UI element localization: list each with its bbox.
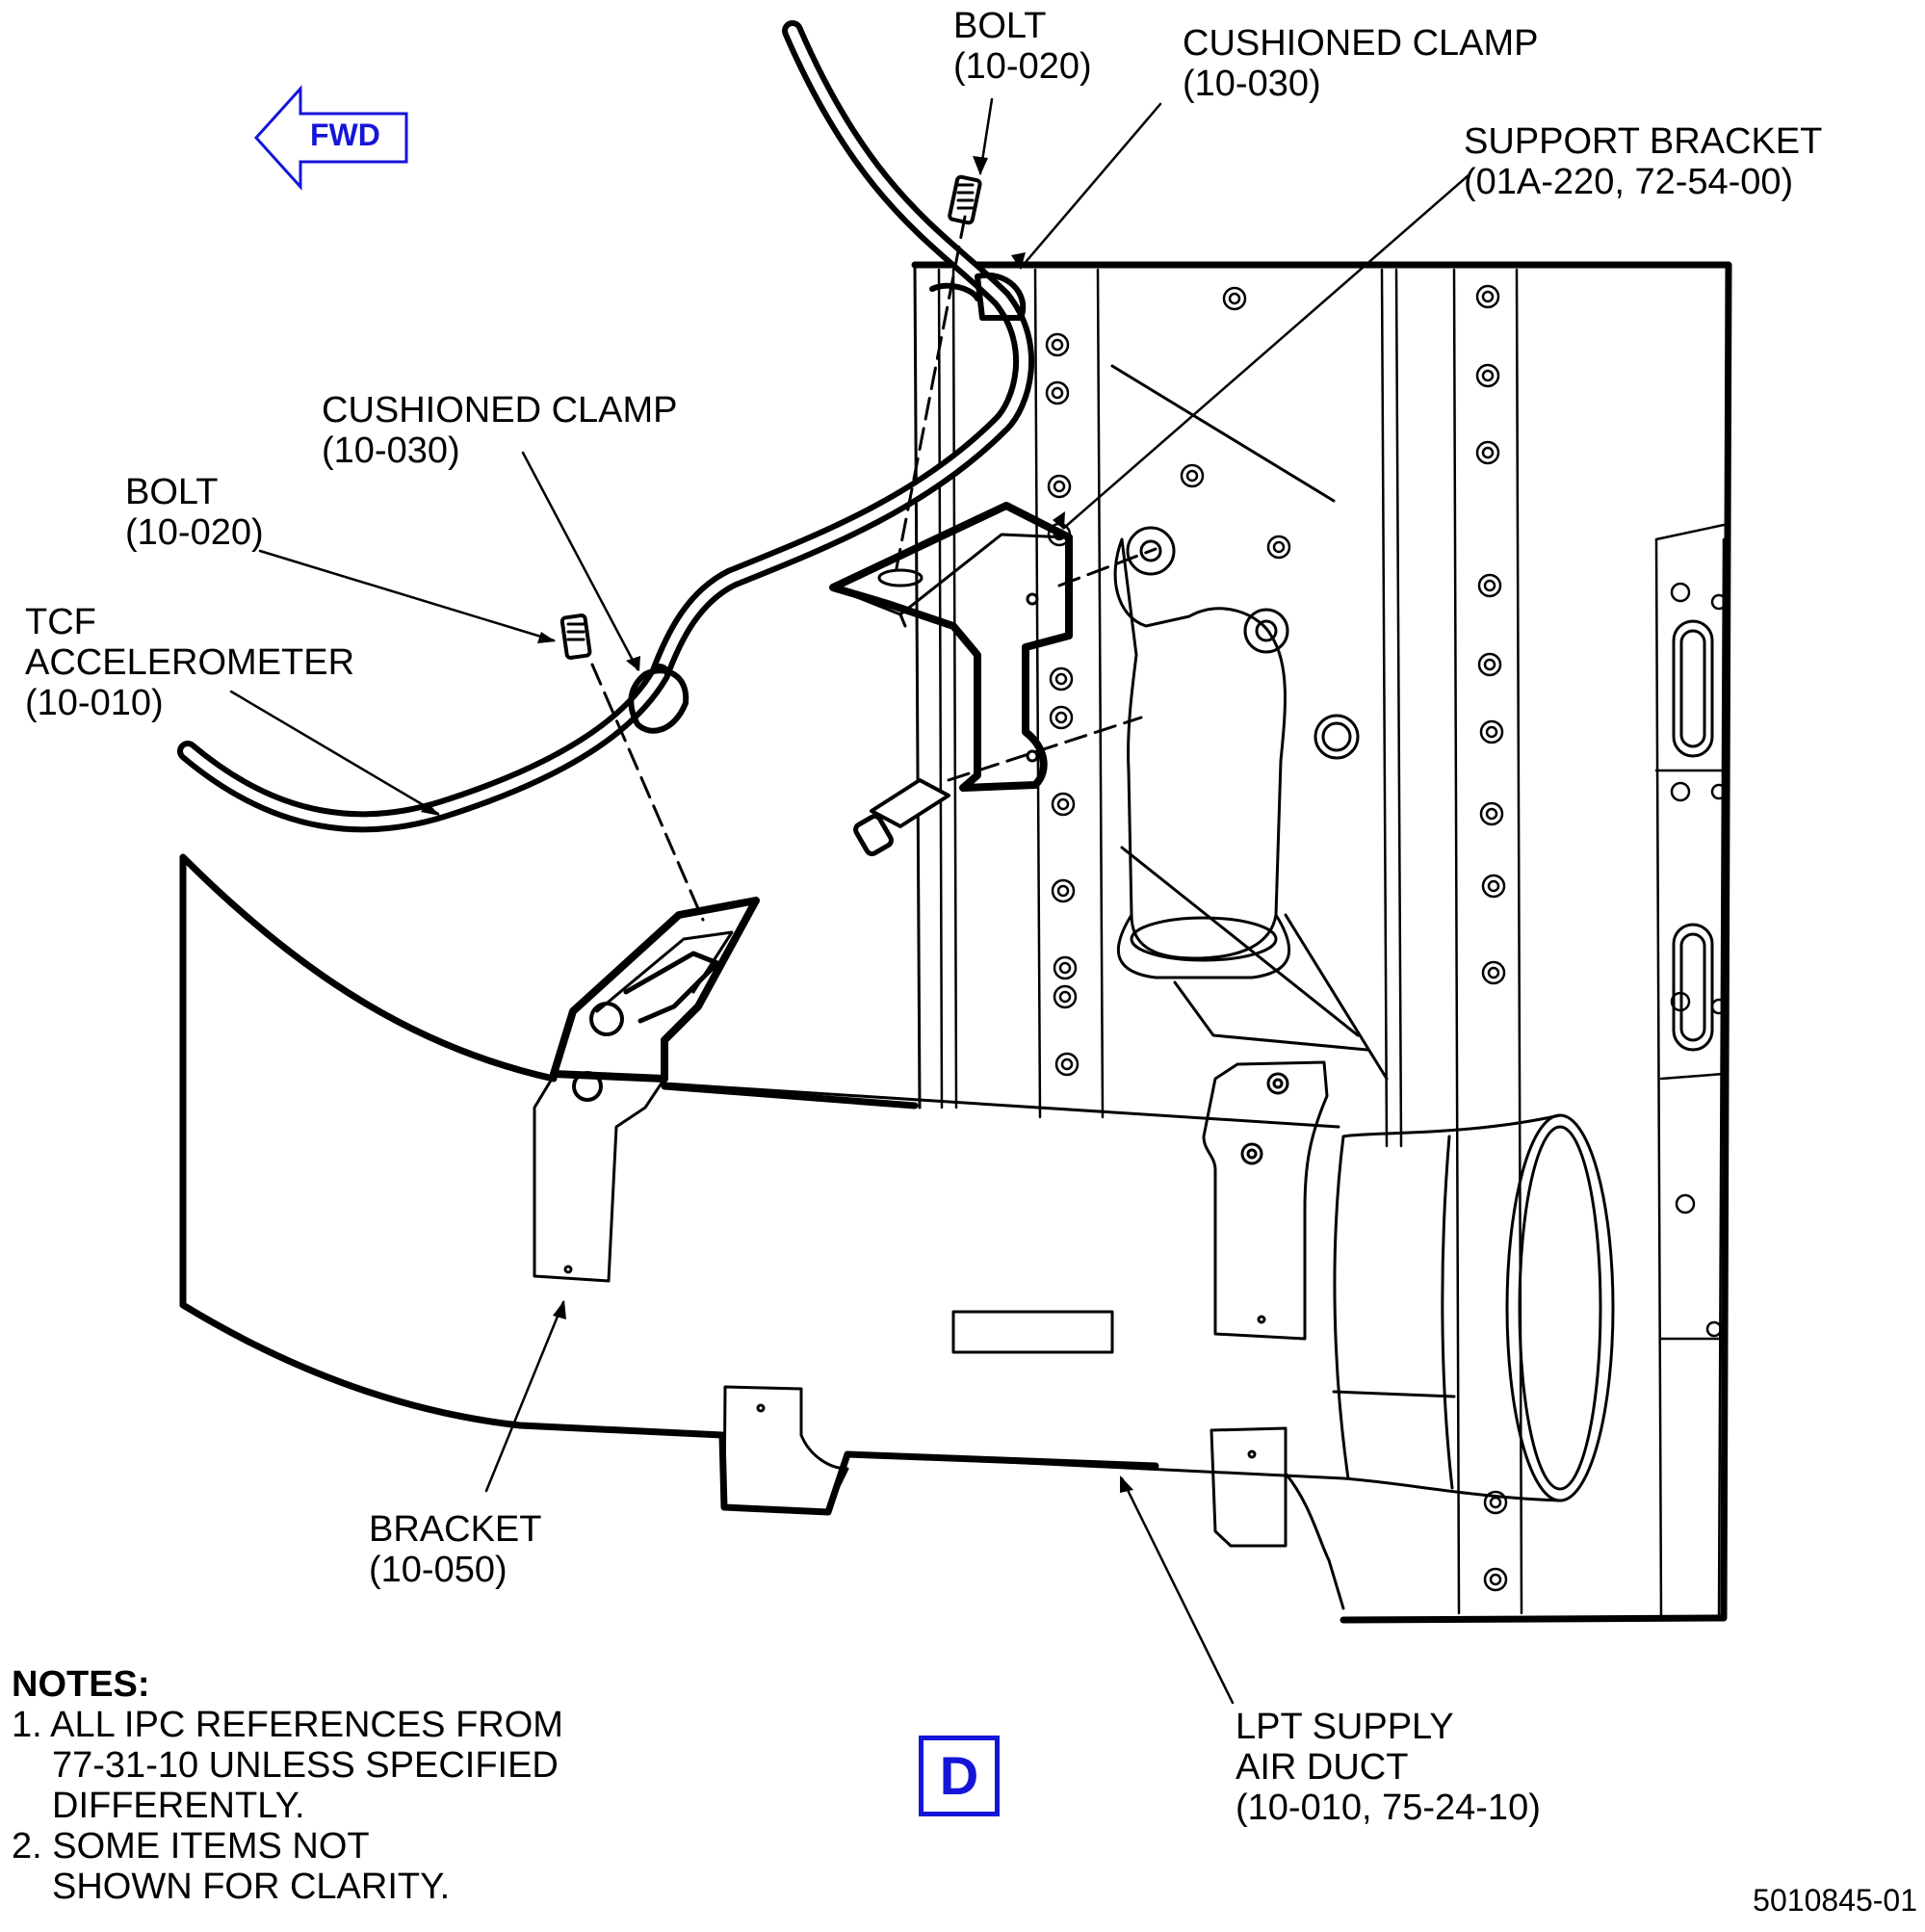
callout-support-bracket: SUPPORT BRACKET (01A-220, 72-54-00) bbox=[1464, 121, 1823, 202]
structure-panel-outline bbox=[911, 261, 1732, 1624]
frame-rails bbox=[937, 268, 1726, 1620]
cutaway-boundary-left bbox=[179, 853, 1159, 1516]
callout-bolt-left: BOLT (10-020) bbox=[125, 472, 264, 553]
callout-bracket: BRACKET (10-050) bbox=[369, 1509, 542, 1590]
callout-bolt-top: BOLT (10-020) bbox=[953, 6, 1092, 87]
note-item: 1. ALL IPC REFERENCES FROM 77-31-10 UNLE… bbox=[12, 1705, 563, 1826]
callout-tcf-accelerometer: TCF ACCELEROMETER (10-010) bbox=[25, 602, 355, 723]
fwd-label: FWD bbox=[310, 117, 380, 152]
structure-panel-left-edge bbox=[913, 263, 922, 1110]
note-item: 2. SOME ITEMS NOT SHOWN FOR CLARITY. bbox=[12, 1826, 451, 1907]
cushioned-clamps bbox=[628, 272, 1027, 734]
figure-id: 5010845-01 bbox=[1753, 1883, 1917, 1918]
lpt-air-duct bbox=[663, 1060, 1615, 1610]
leader-arrowheads bbox=[421, 156, 1133, 1493]
bolts bbox=[559, 174, 982, 857]
notes-heading: NOTES: bbox=[12, 1664, 150, 1705]
rail-slots bbox=[1672, 619, 1714, 1052]
callout-cushioned-clamp-left: CUSHIONED CLAMP (10-030) bbox=[322, 390, 678, 471]
support-bracket bbox=[829, 502, 1073, 792]
leader-lines bbox=[229, 97, 1470, 1705]
fwd-arrow-icon bbox=[253, 85, 408, 191]
callout-cushioned-clamp-top: CUSHIONED CLAMP (10-030) bbox=[1183, 23, 1539, 104]
harness-cable bbox=[177, 20, 1034, 833]
accelerometer-bracket bbox=[550, 897, 760, 1083]
view-label: D bbox=[919, 1736, 1000, 1816]
casing-lug bbox=[1110, 364, 1389, 1081]
callout-lpt-supply-air-duct: LPT SUPPLY AIR DUCT (10-010, 75-24-10) bbox=[1236, 1707, 1541, 1828]
notes-block: NOTES: 1. ALL IPC REFERENCES FROM 77-31-… bbox=[12, 1664, 563, 1907]
